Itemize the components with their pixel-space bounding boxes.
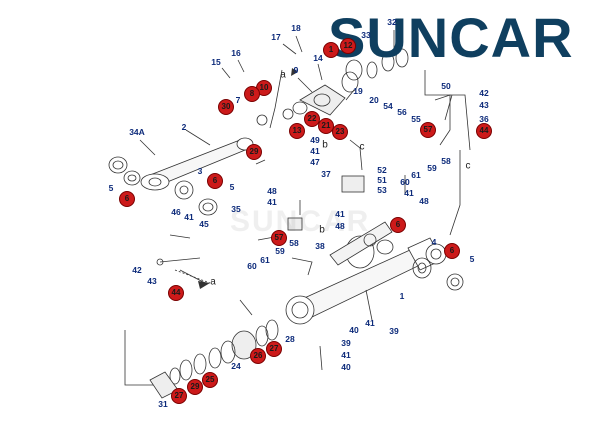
callout-40-lower: 40: [349, 324, 359, 335]
callout-24: 24: [231, 360, 241, 371]
callout-40-bottom: 40: [341, 361, 351, 372]
callout-14: 14: [313, 52, 323, 63]
ref-label-b-mid: b: [319, 224, 325, 236]
callout-9: 9: [293, 64, 299, 75]
callout-2: 2: [181, 121, 187, 132]
seal-marker-6-mid: 6: [207, 173, 223, 189]
seal-marker-44-left: 44: [168, 285, 184, 301]
callout-5-right: 5: [469, 253, 475, 264]
callout-52: 52: [377, 164, 387, 175]
callout-3: 3: [197, 165, 203, 176]
ref-label-c-right: c: [465, 160, 471, 172]
callout-48-mid: 48: [267, 185, 277, 196]
callout-53: 53: [377, 184, 387, 195]
seal-marker-6-right: 6: [444, 243, 460, 259]
callout-58-mid: 58: [289, 237, 299, 248]
callout-37: 37: [321, 168, 331, 179]
ref-label-c-top: c: [359, 141, 365, 153]
seal-marker-13: 13: [289, 123, 305, 139]
callout-39-lower: 39: [389, 325, 399, 336]
callout-59-mid: 59: [275, 245, 285, 256]
callout-4: 4: [431, 236, 437, 247]
seal-marker-27-lower: 27: [171, 388, 187, 404]
seal-marker-26: 26: [250, 348, 266, 364]
callout-15: 15: [211, 56, 221, 67]
seal-marker-29: 29: [246, 144, 262, 160]
seal-marker-27-upper: 27: [266, 341, 282, 357]
callout-5-mid: 5: [229, 181, 235, 192]
callout-61-right: 61: [411, 169, 421, 180]
callout-1: 1: [399, 290, 405, 301]
callout-28: 28: [285, 333, 295, 344]
seal-marker-23: 23: [332, 124, 348, 140]
seal-marker-30: 30: [218, 99, 234, 115]
callout-48-center: 48: [335, 220, 345, 231]
callout-47: 47: [310, 156, 320, 167]
callout-41-mid: 41: [267, 196, 277, 207]
callout-5-left: 5: [108, 182, 114, 193]
callout-18: 18: [291, 22, 301, 33]
callout-35: 35: [231, 203, 241, 214]
callout-50: 50: [441, 80, 451, 91]
callout-60-right: 60: [400, 176, 410, 187]
callout-17: 17: [271, 31, 281, 42]
seal-marker-1: 1: [323, 42, 339, 58]
callout-45: 45: [199, 218, 209, 229]
callout-41-lower: 41: [365, 317, 375, 328]
callout-42-left: 42: [132, 264, 142, 275]
callout-42-right: 42: [479, 87, 489, 98]
callout-51: 51: [377, 174, 387, 185]
watermark: SUNCAR: [230, 205, 371, 238]
seal-marker-8: 8: [244, 86, 260, 102]
callout-41-left: 41: [184, 211, 194, 222]
callout-43-left: 43: [147, 275, 157, 286]
callout-61-mid: 61: [260, 254, 270, 265]
callout-34a: 34A: [129, 126, 145, 137]
ref-label-a-top: a: [280, 69, 286, 81]
callout-41-top: 41: [310, 145, 320, 156]
callout-59-right: 59: [427, 162, 437, 173]
callout-32: 32: [387, 16, 397, 27]
seal-marker-29-lower: 29: [187, 379, 203, 395]
seal-marker-57-right: 57: [420, 122, 436, 138]
logo-text: SUNCAR: [328, 6, 574, 69]
seal-marker-25: 25: [202, 372, 218, 388]
callout-49: 49: [310, 134, 320, 145]
callout-19: 19: [353, 85, 363, 96]
callout-33: 33: [361, 29, 371, 40]
callout-46: 46: [171, 206, 181, 217]
callout-31: 31: [158, 398, 168, 409]
callout-7: 7: [235, 94, 241, 105]
callout-16: 16: [231, 47, 241, 58]
callout-43-right: 43: [479, 99, 489, 110]
callout-41-right: 41: [404, 187, 414, 198]
callout-55: 55: [411, 113, 421, 124]
callout-58-right: 58: [441, 155, 451, 166]
ref-label-b-top: b: [322, 139, 328, 151]
seal-marker-12: 12: [340, 38, 356, 54]
seal-marker-22: 22: [304, 111, 320, 127]
callout-39-bottom: 39: [341, 337, 351, 348]
seal-marker-57-mid: 57: [271, 230, 287, 246]
seal-marker-6-center: 6: [390, 217, 406, 233]
callout-56: 56: [397, 106, 407, 117]
callout-48-right: 48: [419, 195, 429, 206]
callout-38: 38: [315, 240, 325, 251]
callout-41-center: 41: [335, 208, 345, 219]
ref-label-a-lower: a: [210, 276, 216, 288]
seal-marker-44-right: 44: [476, 123, 492, 139]
callout-20: 20: [369, 94, 379, 105]
seal-marker-6-left: 6: [119, 191, 135, 207]
callout-41-bottom: 41: [341, 349, 351, 360]
callout-60-mid: 60: [247, 260, 257, 271]
suncar-logo: SUNCAR: [328, 8, 574, 68]
callout-54: 54: [383, 100, 393, 111]
callout-36: 36: [479, 113, 489, 124]
